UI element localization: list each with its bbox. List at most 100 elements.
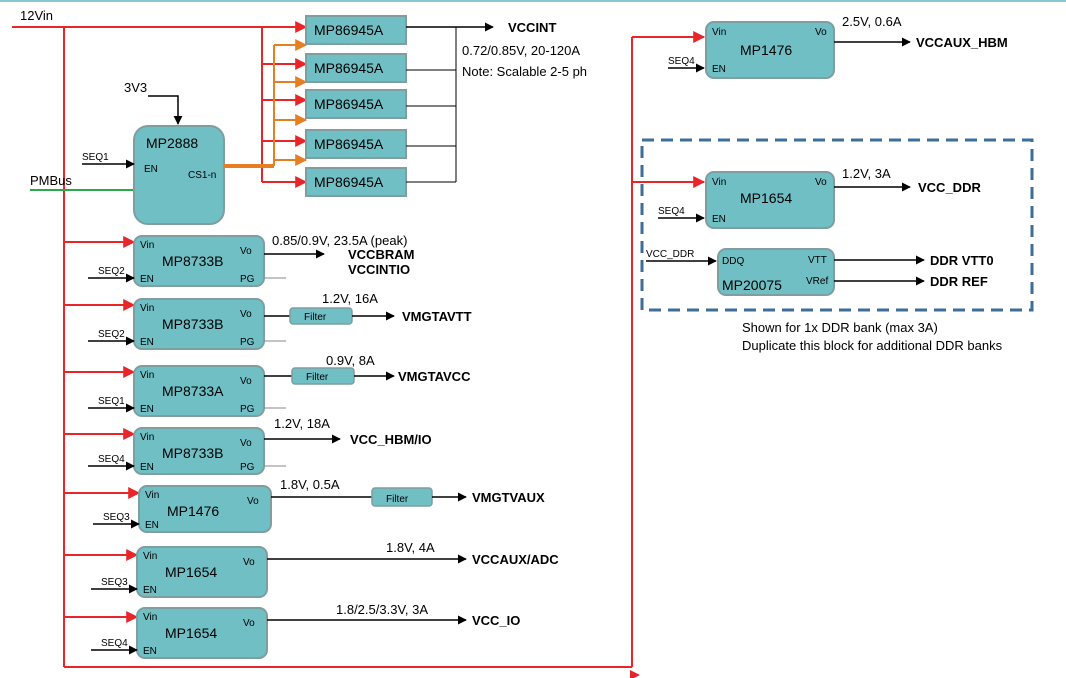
regulator-vin-pin: Vin (140, 370, 154, 381)
controller-seq-label: SEQ1 (82, 152, 109, 163)
regulator-vo-pin: Vo (240, 438, 252, 449)
regulator-pg-pin: PG (240, 337, 255, 348)
regulator-vo-pin: Vo (240, 246, 252, 257)
hbm-box (705, 21, 835, 79)
phase-stage-name: MP86945A (314, 96, 384, 112)
phase-stage-box (305, 167, 407, 197)
hbm-vin-pin: Vin (712, 27, 726, 38)
regulator-box (133, 298, 265, 350)
regulator-chip-name: MP8733A (162, 383, 224, 399)
ddr-seq-label: SEQ4 (658, 206, 685, 217)
ddr-en-pin: EN (712, 214, 726, 225)
vtt-ddq-pin: DDQ (722, 256, 744, 267)
vtt-input-label: VCC_DDR (646, 249, 694, 260)
regulator-out-label: VCCAUX/ADC (472, 552, 559, 567)
regulator-spec: 1.2V, 16A (322, 291, 378, 306)
regulator-box (136, 607, 268, 659)
regulator-out-label: VCC_IO (472, 613, 520, 628)
filter-label: Filter (386, 494, 409, 505)
regulator-seq-label: SEQ4 (98, 454, 125, 465)
ddr-out-label: VCC_DDR (918, 180, 981, 195)
phase-stage-box (305, 129, 407, 159)
regulator-en-pin: EN (143, 646, 157, 657)
regulator-chip-name: MP8733B (162, 445, 223, 461)
regulator-spec: 1.8/2.5/3.3V, 3A (336, 602, 428, 617)
controller-en-pin: EN (144, 164, 158, 175)
ddr-box (705, 171, 835, 229)
pmbus-label: PMBus (30, 173, 72, 188)
main-power-rail (12, 21, 706, 668)
regulator-vo-pin: Vo (240, 309, 252, 320)
regulator-box (133, 427, 265, 475)
vtt-box (717, 248, 835, 296)
regulator-spec: 1.2V, 18A (274, 416, 330, 431)
vtt-chip-name: MP20075 (722, 277, 782, 293)
ddr-vin-pin: Vin (712, 177, 726, 188)
regulator-seq-label: SEQ2 (98, 266, 125, 277)
regulator-chip-name: MP1654 (165, 625, 217, 641)
regulator-seq-label: SEQ3 (101, 577, 128, 588)
ddr-chip-name: MP1654 (740, 190, 792, 206)
ddr-note-2: Duplicate this block for additional DDR … (742, 338, 1003, 353)
filter-label: Filter (306, 372, 329, 383)
hbm-regulator: Vin Vo EN MP1476 SEQ4 2.5V, 0.6A VCCAUX_… (668, 14, 1008, 79)
supply-3v3-arrow (148, 95, 183, 125)
regulator-seq-label: SEQ4 (101, 638, 128, 649)
regulator-vo-pin: Vo (243, 618, 255, 629)
regulator-vin-pin: Vin (140, 240, 154, 251)
regulator-vin-pin: Vin (145, 490, 159, 501)
vccint-label: VCCINT (508, 20, 556, 35)
ddr-note-1: Shown for 1x DDR bank (max 3A) (742, 320, 938, 335)
phase-stage-box (305, 89, 407, 119)
regulator-chip-name: MP8733B (162, 316, 223, 332)
regulator-pg-pin: PG (240, 462, 255, 473)
regulator-spec: 0.85/0.9V, 23.5A (peak) (272, 233, 407, 248)
regulator-box (133, 235, 265, 287)
regulator-en-pin: EN (143, 585, 157, 596)
regulator-spec: 1.8V, 4A (386, 540, 435, 555)
phase-stage-name: MP86945A (314, 174, 384, 190)
regulator-en-pin: EN (140, 274, 154, 285)
ddr-spec: 1.2V, 3A (842, 166, 891, 181)
regulator-vin-pin: Vin (143, 551, 157, 562)
input-rail-label: 12Vin (20, 8, 53, 23)
regulator-out-label-2: VCCINTIO (348, 262, 410, 277)
ddr-regulator: Vin Vo EN MP1654 SEQ4 1.2V, 3A VCC_DDR (658, 166, 981, 229)
regulator-box (133, 365, 265, 417)
vccint-output: VCCINT 0.72/0.85V, 20-120A Note: Scalabl… (406, 20, 587, 183)
hbm-en-pin: EN (712, 64, 726, 75)
phase-stage-box (305, 53, 407, 83)
regulator-en-pin: EN (140, 404, 154, 415)
regulator-out-label: VCCBRAM (348, 247, 414, 262)
regulator-vin-pin: Vin (140, 303, 154, 314)
ddr-bank-boundary (640, 138, 1034, 312)
regulator-pg-pin: PG (240, 274, 255, 285)
regulator-chip-name: MP1476 (167, 503, 219, 519)
regulator-chip-name: MP8733B (162, 253, 223, 269)
regulator-out-label: VMGTAVCC (398, 369, 471, 384)
vtt-vref-pin: VRef (806, 276, 828, 287)
regulator-spec: 1.8V, 0.5A (280, 477, 340, 492)
hbm-seq-label: SEQ4 (668, 56, 695, 67)
regulator-en-pin: EN (140, 337, 154, 348)
regulator-box (138, 485, 272, 533)
ddr-vo-pin: Vo (815, 177, 827, 188)
phase-stage-name: MP86945A (314, 136, 384, 152)
controller-block: MP2888 EN CS1-n SEQ1 (82, 125, 225, 225)
supply-3v3-label: 3V3 (124, 80, 147, 95)
vtt-out2-label: DDR REF (930, 274, 988, 289)
regulator-vo-pin: Vo (240, 376, 252, 387)
regulator-chip-name: MP1654 (165, 564, 217, 580)
phase-stage-box (305, 15, 407, 45)
pwm-bus (224, 39, 308, 168)
regulator-vo-pin: Vo (243, 557, 255, 568)
phase-stage-name: MP86945A (314, 60, 384, 76)
